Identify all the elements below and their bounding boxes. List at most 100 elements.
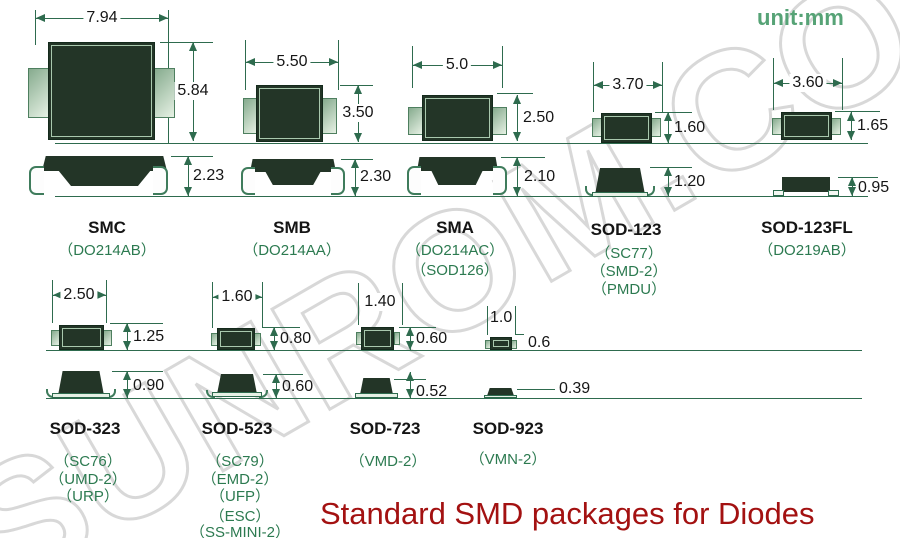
- ext-line: [106, 280, 107, 323]
- package-alias: （URP）: [57, 488, 119, 505]
- dim-line: [852, 177, 853, 196]
- side-view-base: [52, 393, 110, 398]
- package-alias: （ESC）: [209, 508, 271, 525]
- dim-line: [274, 327, 275, 350]
- side-view-lead: [241, 167, 255, 195]
- side-view-lead: [331, 167, 345, 195]
- top-view-tab: [492, 107, 507, 135]
- package-alias: （DO219AB）: [758, 242, 856, 259]
- row1-topview-baseline: [55, 143, 868, 144]
- unit-label: unit:mm: [757, 5, 844, 30]
- ext-line: [52, 280, 53, 323]
- side-view-pad: [773, 190, 784, 196]
- arrowhead: [848, 177, 856, 186]
- arrowhead: [406, 327, 414, 336]
- arrowhead: [351, 187, 359, 196]
- arrowhead: [189, 42, 197, 51]
- ref-line: [501, 157, 545, 158]
- ext-line: [487, 306, 488, 335]
- package-alias: （DO214AB）: [58, 242, 156, 259]
- ref-line: [497, 93, 533, 94]
- ext-line: [338, 40, 339, 90]
- arrowhead: [272, 389, 280, 398]
- arrowhead: [253, 293, 262, 301]
- row2-board-line: [46, 398, 862, 399]
- dim-width-label: 1.0: [490, 309, 513, 326]
- dim-line: [668, 112, 669, 143]
- ref-line: [399, 327, 436, 328]
- arrowhead: [123, 371, 131, 380]
- top-view-body: [601, 113, 652, 143]
- side-view-body-lower: [431, 170, 483, 185]
- dim-height-label: 1.65: [857, 117, 889, 134]
- side-view-lead: [585, 186, 596, 196]
- top-view-tab: [254, 333, 261, 346]
- side-view-lead: [106, 389, 116, 398]
- ref-line: [655, 112, 692, 113]
- side-view-body: [417, 157, 498, 171]
- arrowhead: [664, 167, 672, 176]
- package-alias: （PMDU）: [591, 281, 667, 298]
- arrowhead: [36, 14, 45, 22]
- arrowhead: [664, 112, 672, 121]
- ref-line: [171, 156, 213, 157]
- side-view-lead: [644, 186, 655, 196]
- arrowhead: [246, 58, 255, 66]
- ext-line: [515, 306, 516, 335]
- side-view-body: [360, 378, 393, 393]
- arrowhead: [123, 341, 131, 350]
- ref-line: [112, 371, 163, 372]
- row2-topview-baseline: [46, 350, 862, 351]
- diagram-title: Standard SMD packages for Diodes: [320, 496, 815, 531]
- side-view-lead: [153, 166, 168, 195]
- dim-line: [668, 167, 669, 196]
- dim-height-label: 5.84: [174, 82, 212, 100]
- side-view-lead: [46, 389, 56, 398]
- dim-height-label: 0.60: [416, 330, 448, 347]
- top-view-tab: [408, 107, 423, 135]
- dim-height-label: 1.25: [133, 328, 165, 345]
- top-view-tab: [394, 332, 400, 345]
- top-view-tab: [154, 68, 175, 118]
- arrowhead: [833, 79, 842, 87]
- top-view-body: [256, 85, 323, 142]
- side-view-body: [58, 371, 104, 393]
- package-alias: （SC76）: [54, 453, 122, 470]
- arrowhead: [406, 341, 414, 350]
- dim-width-label: 3.60: [789, 74, 827, 92]
- arrowhead: [513, 187, 521, 196]
- side-view-body-lower: [58, 170, 151, 186]
- package-alias: （SS-MINI-2）: [189, 524, 291, 538]
- side-view-body: [487, 388, 514, 395]
- arrowhead: [270, 327, 278, 336]
- side-view-lead: [407, 166, 421, 195]
- arrowhead: [213, 293, 222, 301]
- arrowhead: [351, 159, 359, 168]
- dim-width-label: 3.70: [609, 76, 647, 94]
- dim-height-label: 0.6: [528, 334, 551, 351]
- arrowhead: [272, 374, 280, 383]
- top-view-body: [48, 42, 155, 140]
- dim-line: [355, 159, 356, 196]
- side-view-lead: [493, 166, 507, 195]
- dim-profile-label: 0.52: [416, 383, 448, 400]
- dim-width-label: 2.50: [60, 286, 98, 304]
- arrowhead: [774, 79, 783, 87]
- dim-line: [188, 156, 189, 196]
- arrowhead: [513, 132, 521, 141]
- package-name: SOD-923: [472, 419, 544, 438]
- arrowhead: [189, 132, 197, 141]
- top-view-body: [490, 337, 512, 350]
- top-view-tab: [103, 330, 112, 346]
- ext-line: [262, 282, 263, 328]
- dim-profile-label: 2.23: [193, 167, 225, 184]
- dim-profile-label: 0.90: [133, 377, 165, 394]
- arrowhead: [653, 81, 662, 89]
- arrowhead: [594, 81, 603, 89]
- side-view-body: [595, 168, 645, 192]
- package-alias: （SC79）: [206, 453, 274, 470]
- dim-line: [517, 95, 518, 141]
- dim-width-label: 7.94: [83, 9, 121, 27]
- arrowhead: [354, 133, 362, 142]
